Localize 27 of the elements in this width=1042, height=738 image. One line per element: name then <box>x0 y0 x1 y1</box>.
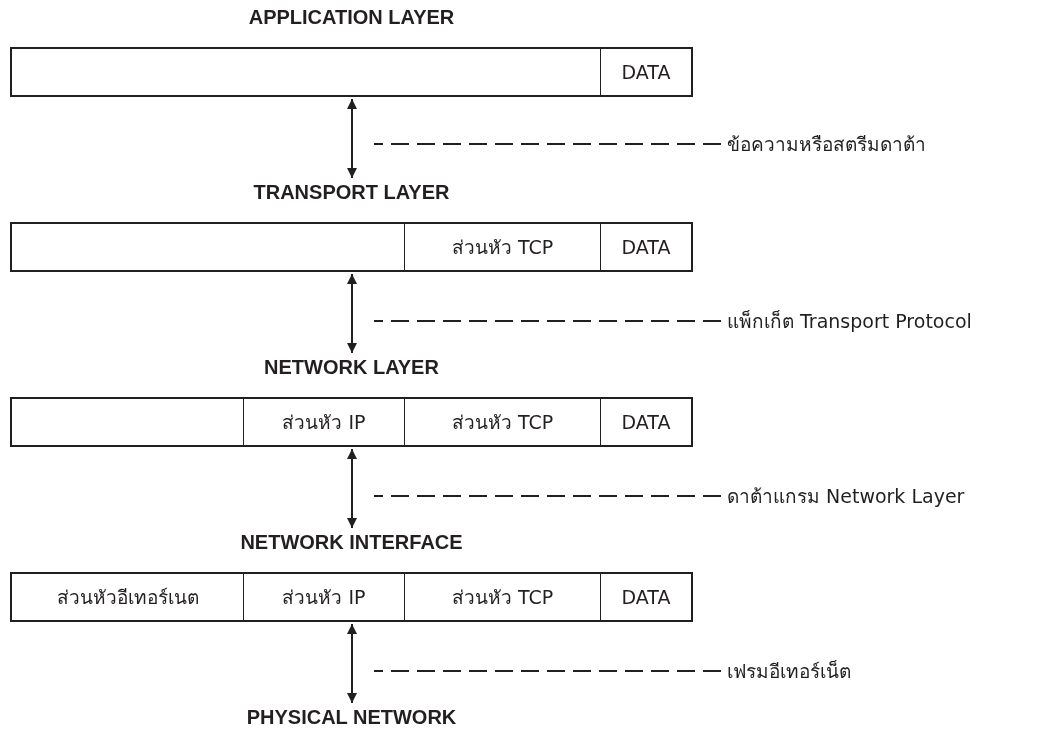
field-label: DATA <box>621 61 671 83</box>
field-label: ส่วนหัว TCP <box>451 585 554 610</box>
leader-line <box>373 143 722 145</box>
layer-heading: APPLICATION LAYER <box>247 5 456 30</box>
annotation-text: แพ็กเก็ต Transport Protocol <box>727 307 972 335</box>
annotation-text: ดาต้าแกรม Network Layer <box>727 482 965 510</box>
leader-line <box>373 670 722 672</box>
annotation-text: เฟรมอีเทอร์เน็ต <box>727 657 851 685</box>
field-label: DATA <box>621 411 671 433</box>
field-label: DATA <box>621 586 671 608</box>
layer-heading: TRANSPORT LAYER <box>252 180 451 205</box>
double-arrow <box>347 448 357 529</box>
field-label: ส่วนหัวอีเทอร์เนต <box>56 585 199 610</box>
layer-heading: PHYSICAL NETWORK <box>10 703 693 731</box>
double-arrow <box>347 273 357 354</box>
field-label: ส่วนหัว IP <box>282 585 366 610</box>
double-arrow <box>347 623 357 704</box>
field-label: DATA <box>621 236 671 258</box>
leader-line <box>373 495 722 497</box>
field-label: ส่วนหัว IP <box>282 410 366 435</box>
leader-line <box>373 320 722 322</box>
layer-heading: NETWORK LAYER <box>263 355 440 380</box>
layer-heading: NETWORK INTERFACE <box>239 530 464 555</box>
double-arrow <box>347 98 357 179</box>
annotation-text: ข้อความหรือสตรีมดาต้า <box>727 130 926 158</box>
field-label: ส่วนหัว TCP <box>451 235 554 260</box>
field-label: ส่วนหัว TCP <box>451 410 554 435</box>
